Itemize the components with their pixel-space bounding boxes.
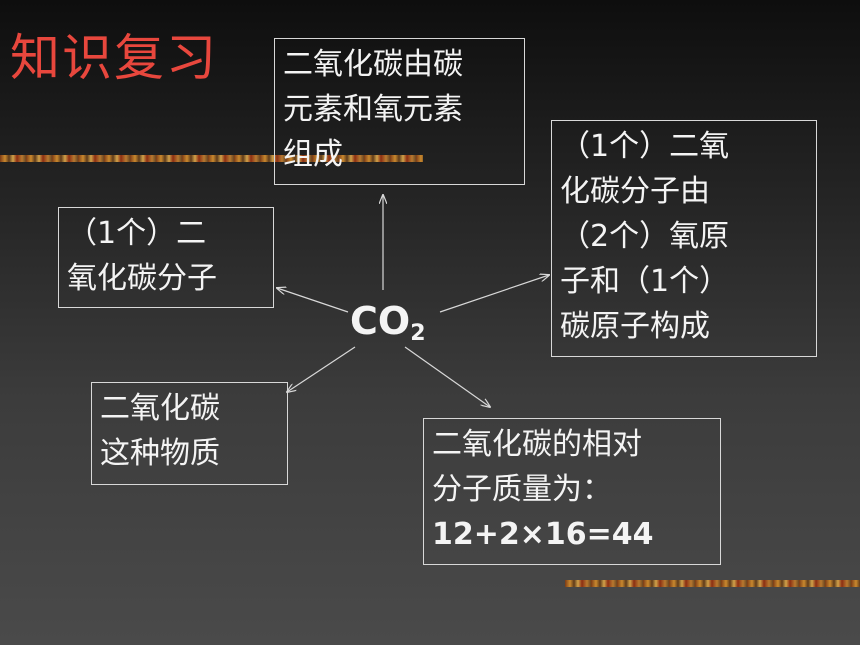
box-line: 化碳分子由: [560, 174, 710, 209]
box-line: 二氧化碳由碳: [283, 47, 463, 82]
co2-center-label: CO2: [350, 298, 426, 357]
box-line-formula: 12+2×16=44: [432, 517, 654, 552]
box-line: 分子质量为：: [432, 472, 612, 507]
page-title: 知识复习: [10, 29, 218, 87]
box-line: 子和（1个）: [560, 264, 730, 299]
decorative-stripe-bottom: [565, 580, 860, 587]
box-line: 这种物质: [100, 436, 220, 471]
arrow-to-bottom-right: [404, 346, 490, 407]
box-line: 氧化碳分子: [67, 261, 217, 296]
box-line: 二氧化碳: [100, 391, 220, 426]
box-line: 元素和氧元素: [283, 92, 463, 127]
co2-subscript: 2: [410, 321, 426, 346]
box-composition: 二氧化碳由碳 元素和氧元素 组成: [274, 38, 525, 185]
box-line: （1个）二氧: [560, 129, 730, 164]
box-line: 碳原子构成: [560, 309, 710, 344]
decorative-stripe-top: [0, 155, 423, 162]
box-molecule: （1个）二 氧化碳分子: [58, 207, 274, 308]
box-line: 二氧化碳的相对: [432, 427, 642, 462]
box-molecular-mass: 二氧化碳的相对 分子质量为： 12+2×16=44: [423, 418, 721, 565]
arrow-to-left: [277, 288, 349, 313]
co2-main: CO: [350, 299, 411, 343]
box-substance: 二氧化碳 这种物质: [91, 382, 288, 485]
box-line: （1个）二: [67, 216, 207, 251]
box-line: 组成: [283, 137, 343, 172]
arrow-to-bottom-left: [287, 346, 356, 392]
arrow-to-right: [439, 275, 549, 313]
box-molecular-structure: （1个）二氧 化碳分子由 （2个）氧原 子和（1个） 碳原子构成: [551, 120, 817, 357]
box-line: （2个）氧原: [560, 219, 730, 254]
